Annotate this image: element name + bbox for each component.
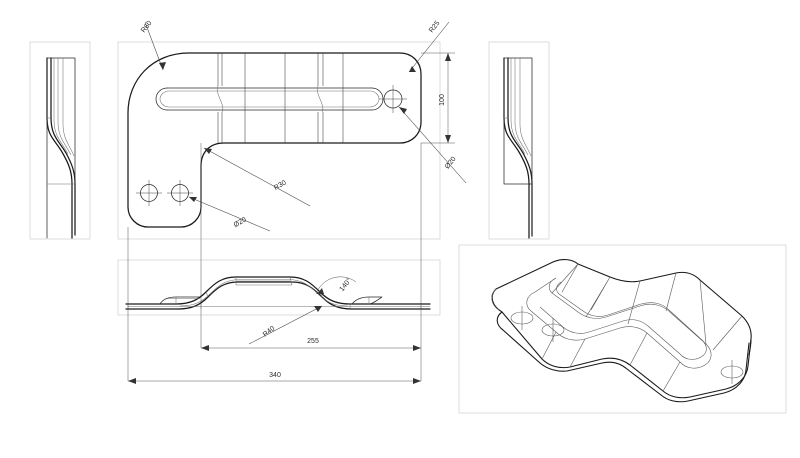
plate-outline <box>127 52 422 228</box>
hole-right-1 <box>379 85 407 113</box>
section-top-profile <box>125 276 431 305</box>
section-bottom-profile <box>125 281 431 310</box>
left-side-view <box>46 57 76 239</box>
top-view-dimensions: R60 R25 100 Ø20 R30 Ø20 <box>140 20 467 232</box>
center-slot <box>155 87 384 111</box>
right-side-view <box>503 57 533 239</box>
dim-100: 100 <box>439 94 446 106</box>
viewport-isometric <box>458 244 787 414</box>
iso-thickness <box>496 311 750 403</box>
front-section-view <box>125 276 431 310</box>
section-view-dimensions: 140° R40 255 340 <box>128 276 421 384</box>
viewport-top-view <box>117 41 441 240</box>
dim-r30: R30 <box>273 179 288 192</box>
viewport-right-side <box>488 41 550 240</box>
dim-r25: R25 <box>428 20 441 35</box>
dim-d20-right: Ø20 <box>444 156 458 171</box>
viewport-left-side <box>29 41 91 240</box>
isometric-view <box>491 259 752 403</box>
extension-lines <box>127 143 422 381</box>
hole-left-2 <box>167 180 193 206</box>
bend-projection-lines <box>216 53 344 143</box>
viewport-borders <box>29 41 787 414</box>
dim-340: 340 <box>269 372 281 379</box>
iso-hole-2 <box>541 318 565 342</box>
hole-left-1 <box>136 180 162 206</box>
viewport-front-section <box>117 259 441 316</box>
dim-r60: R60 <box>140 20 153 35</box>
dim-r40: R40 <box>262 325 277 338</box>
iso-hole-1 <box>510 306 534 330</box>
dim-255: 255 <box>307 338 319 345</box>
dim-d20-left: Ø20 <box>233 216 248 229</box>
iso-top-face <box>491 259 752 399</box>
top-view <box>127 52 422 381</box>
iso-hole-3 <box>720 360 744 384</box>
